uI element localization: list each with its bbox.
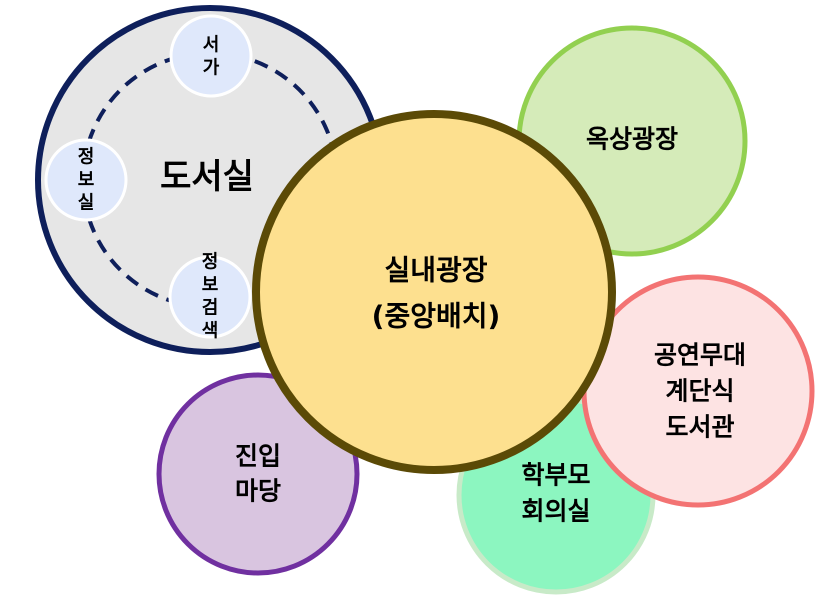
plaza-line-2: (중앙배치) [372,300,501,333]
info-room-char-1: 정 [78,147,95,168]
plaza-line-1: 실내광장 [384,254,487,287]
entry-group: 진입 마당 [156,372,360,576]
parents-line-1: 학부모 [521,461,590,490]
info-search-char-4: 색 [202,321,219,342]
shelves-circle [169,14,253,98]
stage-group: 공연무대 계단식 도서관 [581,274,815,508]
entry-line-2: 마당 [235,477,281,506]
entry-circle [156,372,360,576]
stage-line-2: 계단식 [665,377,734,406]
stage-line-1: 공연무대 [654,341,746,370]
info-search-char-3: 검 [202,298,219,319]
entry-line-1: 진입 [235,442,281,471]
info-room-char-2: 보 [78,170,95,191]
plaza-circle [252,110,616,474]
rooftop-label: 옥상광장 [586,125,678,154]
library-title: 도서실 [160,157,254,197]
info-room-char-3: 실 [78,193,95,214]
info-search-char-1: 정 [202,252,219,273]
shelves-char-2: 가 [203,58,220,79]
info-search-circle [168,255,252,339]
shelves-char-1: 서 [203,35,220,56]
library-group: 도서실 서 가 정 보 실 정 보 검 색 [35,5,385,355]
stage-line-3: 도서관 [665,413,734,442]
plaza-group: 실내광장 (중앙배치) [252,110,616,474]
parents-line-2: 회의실 [521,497,590,526]
info-room-circle [44,138,128,222]
info-search-char-2: 보 [202,275,219,296]
